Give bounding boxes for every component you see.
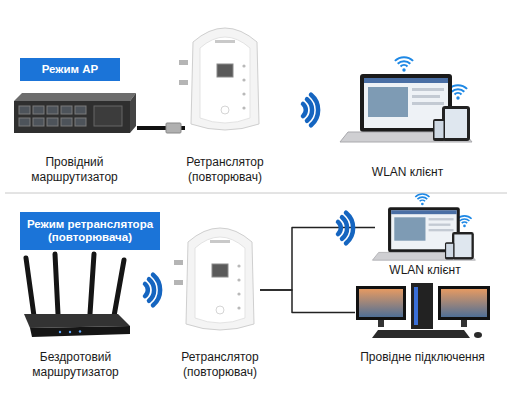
router-port <box>75 106 86 114</box>
antenna <box>26 258 34 316</box>
device-caption-group: Провідний маршрутизатор <box>15 155 135 185</box>
router-top <box>14 93 136 101</box>
monitor <box>356 286 406 320</box>
device-node: Ретранслятор (повторювач) <box>180 218 260 333</box>
device-caption: Провідний маршрутизатор <box>15 155 135 185</box>
router-front <box>30 326 130 337</box>
device-caption-group: Ретранслятор (повторювач) <box>165 155 285 185</box>
device-caption-group: Ретранслятор (повторювач) <box>160 350 280 380</box>
monitor-stand <box>378 320 384 327</box>
antenna <box>90 254 94 314</box>
ethernet-cable <box>137 126 185 130</box>
device-caption: Ретранслятор (повторювач) <box>165 155 285 185</box>
router-port <box>75 118 86 126</box>
device-caption: Бездротовий маршрутизатор <box>16 350 136 380</box>
monitor-stand <box>461 320 467 327</box>
router-port <box>61 106 72 114</box>
laptop-illustration <box>372 194 475 260</box>
mode-badge: Режим AP <box>20 58 120 81</box>
wifi-signal <box>303 95 318 126</box>
laptop-tablet-phone <box>372 194 475 260</box>
router-port <box>47 118 58 126</box>
router-side <box>130 93 136 133</box>
device-caption-group: WLAN клієнт <box>343 165 473 180</box>
antenna <box>55 254 58 314</box>
wireless-router-illustration <box>24 254 130 337</box>
wifi-signal <box>338 213 353 244</box>
device-caption-group: Провідне підключення <box>343 350 503 365</box>
divider-line <box>5 193 507 194</box>
device-node: WLAN клієнт <box>375 195 475 260</box>
router-port <box>47 106 58 114</box>
router-port <box>33 118 44 126</box>
laptop-illustration <box>340 57 472 142</box>
pc-light <box>414 287 418 325</box>
status-led <box>69 331 71 333</box>
badge-text-group: Режим ретранслятора (повторювача) <box>24 218 156 244</box>
router-port <box>61 118 72 126</box>
router-port <box>33 106 44 114</box>
device-caption-group: WLAN клієнт <box>365 263 485 278</box>
device-node: Провідний маршрутизатор <box>12 92 137 140</box>
repeater-illustration <box>179 28 259 130</box>
router-port <box>19 106 30 114</box>
mode-title: Режим ретранслятора (повторювача) <box>24 218 156 244</box>
status-led <box>59 331 61 333</box>
laptop-tablet-phone <box>340 57 472 142</box>
mode-badge: Режим ретранслятора (повторювача) <box>20 212 160 250</box>
status-led <box>79 330 81 332</box>
pc-tower <box>411 283 433 329</box>
mouse <box>474 332 482 338</box>
router-port <box>19 118 30 126</box>
repeater-illustration <box>174 228 254 330</box>
device-caption-group: Бездротовий маршрутизатор <box>16 350 136 380</box>
router-panel <box>94 106 122 126</box>
wifi-signal <box>145 275 160 306</box>
router-front <box>14 101 130 133</box>
device-caption: WLAN клієнт <box>365 263 485 278</box>
wired-router-illustration <box>14 93 136 133</box>
monitor <box>438 286 490 320</box>
connection-line <box>260 290 355 313</box>
monitor-screen <box>359 289 403 317</box>
device-node: Провідне підключення <box>355 285 490 340</box>
badge-text-group: Режим AP <box>42 63 99 76</box>
desktop-pc-illustration <box>356 283 490 338</box>
device-caption: Ретранслятор (повторювач) <box>160 350 280 380</box>
device-caption: Провідне підключення <box>343 350 503 365</box>
device-caption: WLAN клієнт <box>343 165 473 180</box>
antenna <box>114 260 124 316</box>
keyboard <box>372 330 470 338</box>
router-top <box>24 314 130 328</box>
connection-line <box>260 228 375 291</box>
monitor-screen <box>441 289 487 317</box>
device-node: Бездротовий маршрутизатор <box>18 252 133 337</box>
device-node: Ретранслятор (повторювач) <box>185 18 265 133</box>
mode-title: Режим AP <box>42 63 99 76</box>
device-node: WLAN клієнт <box>340 50 475 145</box>
ethernet-plug <box>166 123 181 133</box>
